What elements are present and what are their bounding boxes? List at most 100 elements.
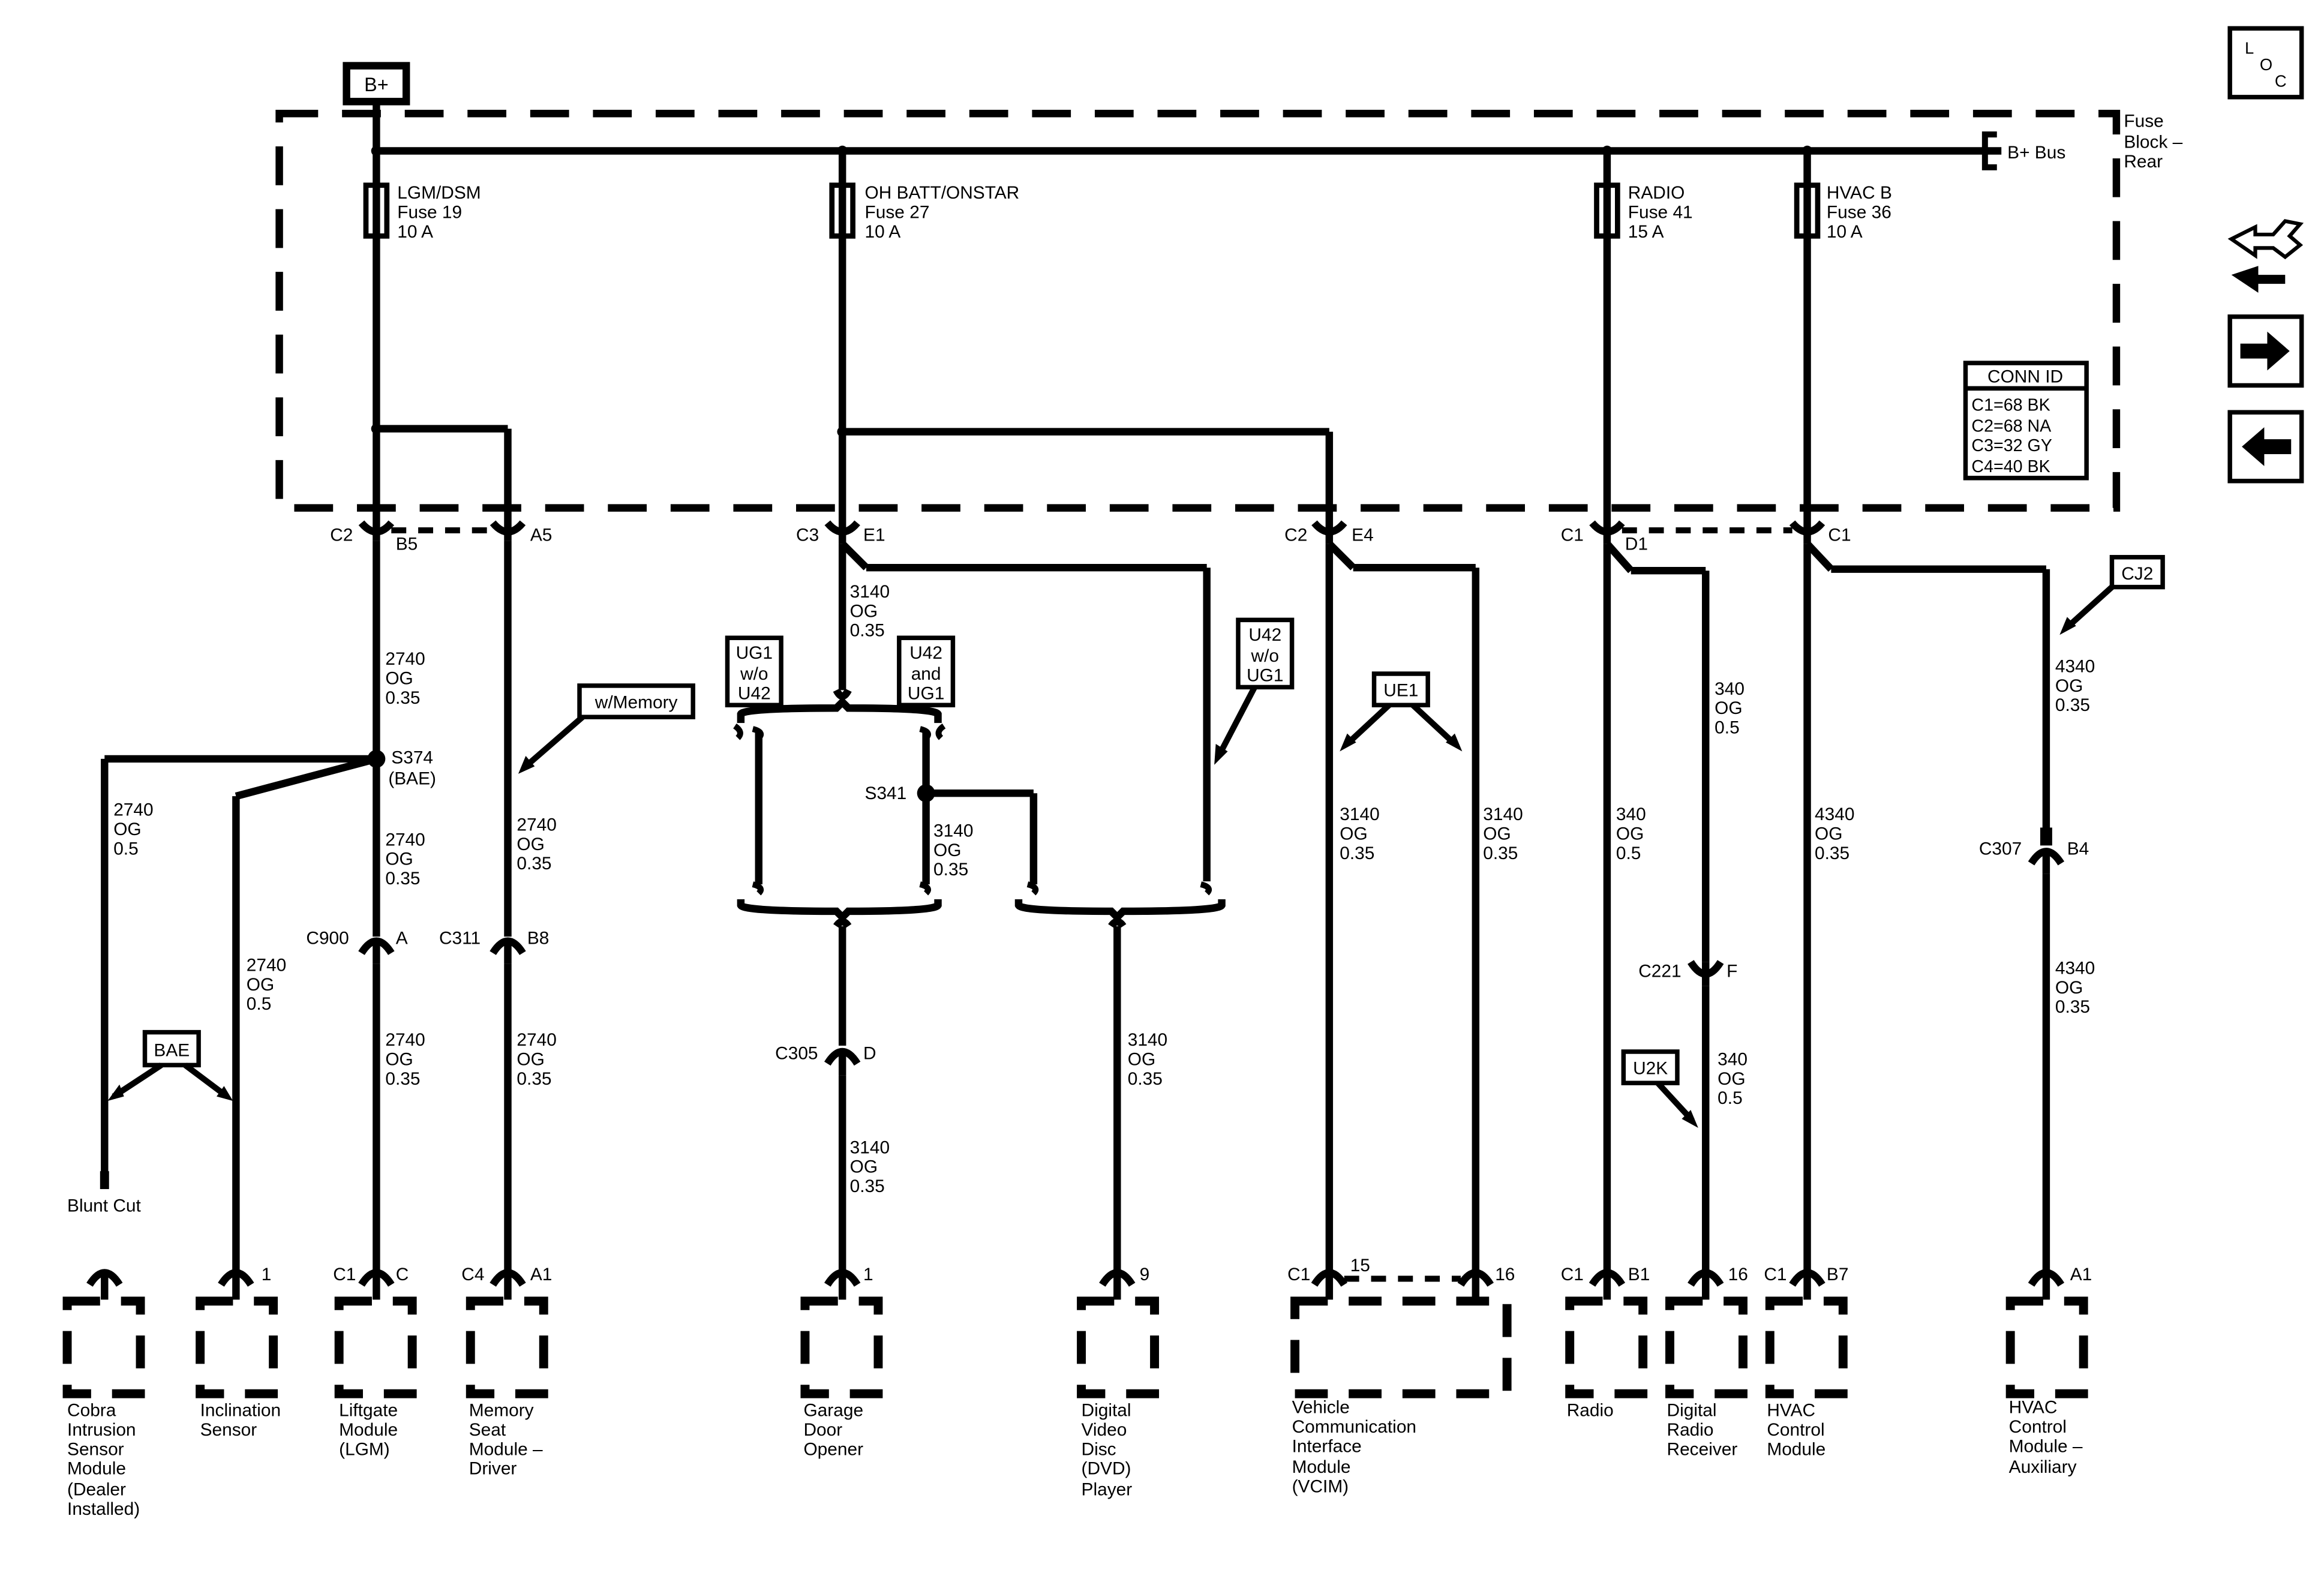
svg-text:0.5: 0.5 xyxy=(1718,1088,1743,1108)
blunt-cut-label: Blunt Cut xyxy=(67,1196,142,1215)
connector-c307: C307 B4 xyxy=(1979,827,2089,874)
svg-text:2740: 2740 xyxy=(385,649,425,669)
svg-text:C307: C307 xyxy=(1979,839,2022,858)
svg-text:Rear: Rear xyxy=(2124,152,2163,172)
svg-text:0.35: 0.35 xyxy=(517,1069,551,1089)
option-cj2: CJ2 xyxy=(2059,555,2165,635)
svg-text:B5: B5 xyxy=(396,534,418,554)
connector-view-icon[interactable] xyxy=(2227,219,2304,293)
next-page-button[interactable] xyxy=(2227,314,2304,388)
wire-label-4340-c: 4340 OG 0.35 xyxy=(2055,958,2095,1017)
svg-text:OG: OG xyxy=(1128,1049,1155,1069)
svg-text:10 A: 10 A xyxy=(865,222,901,242)
svg-text:0.35: 0.35 xyxy=(385,688,420,708)
cobra-intrusion-sensor-module: Cobra Intrusion Sensor Module (Dealer In… xyxy=(62,1269,145,1519)
connector-c2-b5: C2 B5 xyxy=(330,515,418,554)
svg-text:2740: 2740 xyxy=(517,815,556,834)
svg-text:C311: C311 xyxy=(439,929,481,948)
hvac-control-module: C1 B7 HVAC Control Module xyxy=(1764,1265,1848,1459)
svg-text:C3=32 GY: C3=32 GY xyxy=(1971,436,2052,455)
svg-text:OG: OG xyxy=(850,601,878,621)
wire-label-2740-c: 2740 OG 0.5 xyxy=(247,956,286,1014)
svg-text:2740: 2740 xyxy=(247,956,286,975)
splice-s374: S374 (BAE) xyxy=(367,748,436,788)
svg-text:1: 1 xyxy=(262,1265,272,1284)
svg-text:(DVD): (DVD) xyxy=(1082,1459,1131,1479)
svg-text:3140: 3140 xyxy=(850,582,890,602)
svg-text:OG: OG xyxy=(1715,698,1742,718)
svg-text:0.35: 0.35 xyxy=(385,869,420,888)
radio: C1 B1 Radio xyxy=(1561,1265,1650,1421)
wire-label-2740-b: 2740 OG 0.5 xyxy=(113,800,153,859)
svg-text:3140: 3140 xyxy=(933,821,973,840)
svg-text:OG: OG xyxy=(517,834,544,854)
svg-text:Garage: Garage xyxy=(803,1401,863,1421)
svg-text:Disc: Disc xyxy=(1082,1439,1116,1459)
svg-text:UG1: UG1 xyxy=(908,683,944,703)
svg-text:Sensor: Sensor xyxy=(67,1439,124,1459)
svg-text:U2K: U2K xyxy=(1633,1058,1668,1078)
svg-text:w/o: w/o xyxy=(1251,646,1279,666)
svg-text:2740: 2740 xyxy=(517,1030,556,1050)
fuse-block-boundary xyxy=(275,110,2121,512)
svg-text:C3: C3 xyxy=(796,525,819,545)
svg-text:16: 16 xyxy=(1728,1265,1748,1284)
svg-text:(Dealer: (Dealer xyxy=(67,1480,126,1500)
svg-text:OG: OG xyxy=(1718,1069,1745,1089)
svg-text:Digital: Digital xyxy=(1667,1401,1717,1421)
svg-text:OG: OG xyxy=(1340,824,1367,843)
svg-text:C4=40 BK: C4=40 BK xyxy=(1971,457,2050,476)
vcim-module: C1 15 16 Vehicle Communication Interface… xyxy=(1287,1256,1515,1497)
svg-text:0.5: 0.5 xyxy=(1616,843,1641,863)
svg-text:O: O xyxy=(2260,55,2272,74)
svg-text:F: F xyxy=(1727,961,1737,981)
connector-c311: C311 B8 xyxy=(439,929,549,964)
svg-text:A: A xyxy=(396,929,408,948)
svg-text:Module: Module xyxy=(67,1459,126,1479)
svg-text:(LGM): (LGM) xyxy=(339,1439,390,1459)
option-u42-wo-ug1: U42 w/o UG1 xyxy=(1214,617,1295,765)
svg-text:Memory: Memory xyxy=(469,1401,534,1421)
wire-label-3140-b: 3140 OG 0.35 xyxy=(933,821,973,879)
svg-text:C1: C1 xyxy=(1828,525,1851,545)
connector-a5: A5 xyxy=(490,515,552,545)
svg-text:B1: B1 xyxy=(1628,1265,1650,1284)
svg-text:OG: OG xyxy=(113,819,141,839)
svg-text:OG: OG xyxy=(1815,824,1842,843)
svg-text:15 A: 15 A xyxy=(1628,222,1664,242)
garage-door-opener: 1 Garage Door Opener xyxy=(800,1265,883,1459)
wire-label-2740-a: 2740 OG 0.35 xyxy=(385,649,425,708)
svg-text:UG1: UG1 xyxy=(736,643,773,663)
svg-text:U42: U42 xyxy=(1248,625,1281,645)
location-icon[interactable]: L O C xyxy=(2227,26,2304,100)
svg-text:D1: D1 xyxy=(1625,534,1648,554)
svg-text:Intrusion: Intrusion xyxy=(67,1420,136,1440)
connector-c1-hvac: C1 xyxy=(1789,515,1851,545)
fuse-19: LGM/DSM Fuse 19 10 A xyxy=(363,151,481,242)
svg-text:C2: C2 xyxy=(1284,525,1307,545)
svg-text:4340: 4340 xyxy=(2055,657,2095,677)
svg-text:0.35: 0.35 xyxy=(2055,997,2090,1017)
svg-text:HVAC B: HVAC B xyxy=(1827,183,1892,203)
svg-text:Radio: Radio xyxy=(1667,1420,1714,1440)
svg-text:15: 15 xyxy=(1350,1256,1370,1275)
svg-text:(BAE): (BAE) xyxy=(388,769,436,788)
wire-label-3140-d: 3140 OG 0.35 xyxy=(1128,1030,1167,1089)
connector-c900: C900 A xyxy=(306,929,408,964)
previous-page-button[interactable] xyxy=(2227,410,2304,484)
svg-text:w/o: w/o xyxy=(740,664,768,684)
svg-text:340: 340 xyxy=(1616,804,1646,824)
svg-text:C1: C1 xyxy=(333,1265,356,1284)
wire-label-2740-g: 2740 OG 0.35 xyxy=(517,1030,556,1089)
svg-text:Digital: Digital xyxy=(1082,1401,1131,1421)
svg-text:Seat: Seat xyxy=(469,1420,506,1440)
svg-text:0.35: 0.35 xyxy=(1815,843,1849,863)
svg-text:B7: B7 xyxy=(1827,1265,1849,1284)
svg-text:and: and xyxy=(911,664,941,684)
wire-label-2740-e: 2740 OG 0.35 xyxy=(385,1030,425,1089)
svg-text:0.35: 0.35 xyxy=(1128,1069,1163,1089)
conn-id-table: CONN ID C1=68 BK C2=68 NA C3=32 GY C4=40… xyxy=(1963,361,2089,481)
wire-label-340-a: 340 OG 0.5 xyxy=(1715,679,1744,738)
digital-radio-receiver: 16 Digital Radio Receiver xyxy=(1665,1265,1748,1459)
option-bae: BAE xyxy=(107,1029,233,1101)
